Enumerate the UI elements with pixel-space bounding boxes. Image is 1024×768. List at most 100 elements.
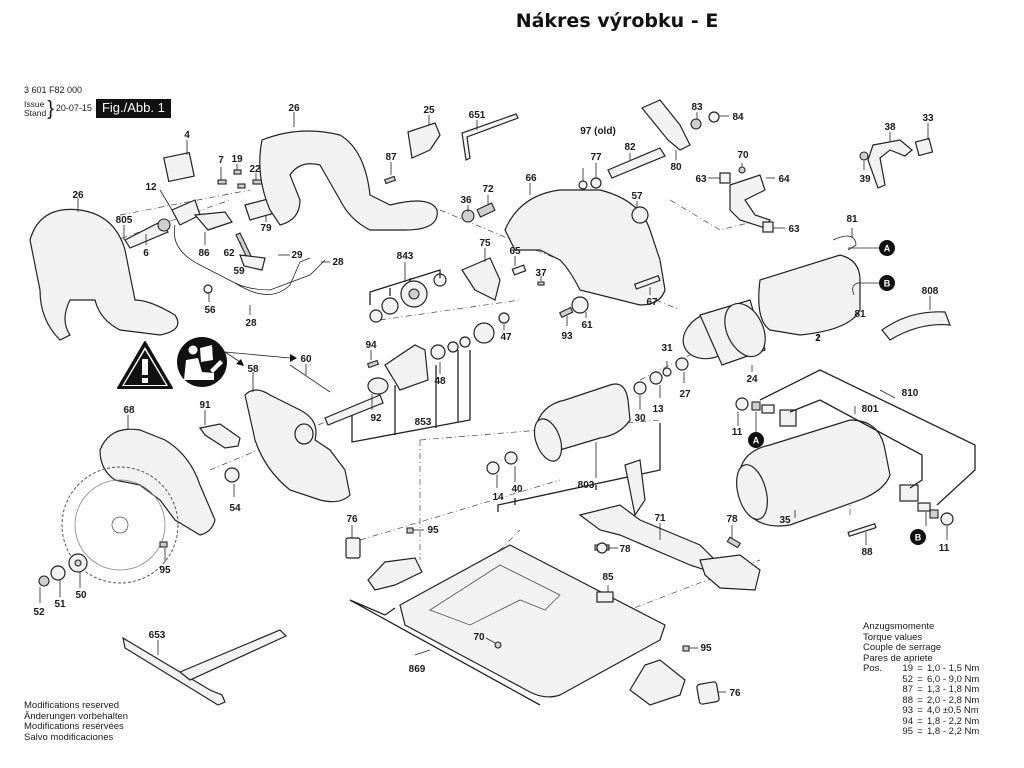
- part-label: 76: [346, 514, 358, 525]
- part-38-spring-lever: [867, 132, 913, 189]
- part-label: 82: [624, 142, 636, 153]
- equals: =: [917, 726, 923, 737]
- svg-text:A: A: [753, 436, 760, 446]
- part-label: 75: [479, 238, 491, 249]
- part-label: 853: [415, 417, 432, 428]
- torque-values-table: Anzugsmomente Torque values Couple de se…: [863, 621, 980, 738]
- torque-row: 87=1,3 - 1,8 Nm: [863, 684, 979, 696]
- part-70-nut: [485, 637, 502, 649]
- part-label: 2: [815, 333, 821, 344]
- modifications-es: Salvo modificaciones: [24, 731, 114, 743]
- part-52-51-50-clamp-set: [38, 553, 88, 603]
- part-label: 51: [54, 599, 66, 610]
- torque-heading-fr: Couple de serrage: [863, 642, 942, 653]
- part-label: 84: [732, 112, 744, 123]
- axis-line: [489, 529, 521, 561]
- part-label: 29: [291, 250, 303, 261]
- part-label: 31: [661, 343, 673, 354]
- part-91-lever: [198, 410, 241, 449]
- part-label: 62: [223, 248, 235, 259]
- svg-text:B: B: [915, 533, 922, 543]
- part-label: 39: [859, 174, 871, 185]
- part-label: 70: [473, 632, 485, 643]
- part-6-shaft: [123, 218, 171, 249]
- part-82-threaded-rod: [607, 147, 666, 179]
- part-label: 28: [332, 257, 344, 268]
- part-label: 56: [204, 305, 216, 316]
- part-label: 803: [578, 480, 595, 491]
- axis-line: [379, 299, 521, 321]
- equals: =: [917, 715, 923, 727]
- part-label: 65: [509, 246, 521, 257]
- part-label: 24: [746, 374, 758, 385]
- part-47-bushing: [498, 312, 510, 330]
- part-label: 63: [695, 174, 707, 185]
- brace-icon: }: [47, 97, 54, 120]
- part-label: 651: [469, 110, 486, 121]
- torque-heading-es: Pares de apriete: [863, 652, 933, 664]
- part-35-motor-housing: [736, 419, 891, 527]
- part-label: 68: [123, 405, 135, 416]
- read-manual-icon: [177, 337, 227, 387]
- part-88-screw: [847, 523, 877, 545]
- part-label: 83: [691, 102, 703, 113]
- part-label: 808: [922, 286, 939, 297]
- part-label: 80: [670, 162, 682, 173]
- part-651-hex-key: [461, 113, 519, 161]
- part-33-button: [914, 123, 934, 157]
- warning-triangle-icon: [117, 341, 173, 389]
- part-37-pin: [537, 276, 545, 286]
- part-label: 70: [737, 150, 749, 161]
- figure-label: Fig./Abb. 1: [95, 99, 171, 118]
- part-label: 86: [198, 248, 210, 259]
- part-25-cover: [407, 115, 441, 159]
- part-label: 60: [300, 354, 312, 365]
- part-label: 93: [561, 331, 573, 342]
- part-label: 48: [434, 376, 446, 387]
- torque-value: 4,0 ±0,5 Nm: [927, 705, 979, 716]
- torque-value: 1,8 - 2,2 Nm: [927, 726, 980, 737]
- modifications-notice: Modifications reserved Änderungen vorbeh…: [24, 700, 129, 743]
- part-95-screw-guard: [159, 541, 168, 562]
- part-83-84-nut: [690, 111, 729, 130]
- part-93-screw: [558, 306, 574, 326]
- torque-row: 93=4,0 ±0,5 Nm: [863, 705, 979, 717]
- equals: =: [917, 663, 923, 674]
- part-label: 52: [33, 607, 45, 618]
- torque-row: Pos.19=1,0 - 1,5 Nm: [863, 663, 979, 675]
- part-label: 33: [922, 113, 934, 124]
- part-36-72-knob-spring: [461, 195, 496, 223]
- screws-7-19-22: [217, 164, 263, 189]
- connector-B-top: B: [879, 275, 895, 291]
- part-61-bushing: [571, 296, 589, 318]
- part-label: 36: [460, 195, 472, 206]
- modifications-fr: Modifications resérvées: [24, 721, 124, 732]
- part-label: 85: [602, 572, 614, 583]
- manual-arrows: [224, 351, 297, 366]
- part-803-armature: [486, 357, 689, 512]
- torque-pos: 88: [902, 694, 913, 706]
- part-653-parallel-guide: [122, 629, 288, 706]
- part-label: 843: [397, 251, 414, 262]
- torque-pos: 95: [902, 726, 913, 737]
- modifications-en: Modifications reserved: [24, 700, 120, 711]
- part-label: 25: [423, 105, 435, 116]
- issue-label: Issue: [24, 98, 45, 109]
- part-26-top-handle: [259, 112, 438, 231]
- part-4-switch-module: [163, 140, 195, 183]
- modifications-de: Änderungen vorbehalten: [24, 710, 129, 722]
- torque-value: 6,0 - 9,0 Nm: [927, 673, 980, 685]
- part-853-spindle-assembly: [324, 322, 495, 443]
- part-label: 81: [846, 214, 858, 225]
- equals: =: [917, 705, 923, 716]
- part-label: 11: [939, 543, 950, 554]
- saw-blade: [61, 466, 179, 584]
- part-label: 19: [231, 154, 243, 165]
- part-label: 40: [511, 484, 523, 495]
- part-label: 801: [862, 404, 879, 415]
- stand-label: Stand: [24, 107, 47, 118]
- part-label: 54: [229, 503, 241, 514]
- page-title: Nákres výrobku - E: [515, 10, 719, 32]
- part-869-base-plate: [349, 544, 666, 706]
